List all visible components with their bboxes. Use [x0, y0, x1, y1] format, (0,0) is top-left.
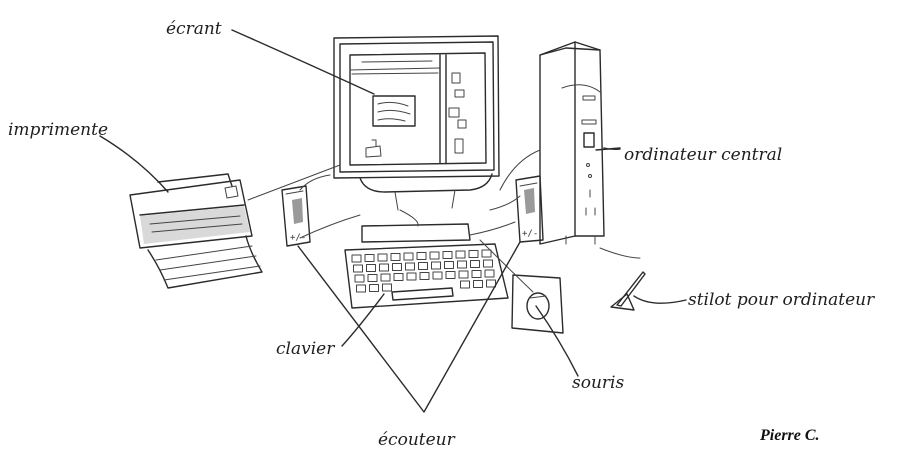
keyboard-key [354, 265, 363, 272]
keyboard-leader [342, 294, 384, 346]
keyboard-key [432, 262, 441, 269]
keyboard-key [487, 280, 496, 287]
label-central-unit: ordinateur central [624, 145, 782, 165]
right-speaker: +/- [516, 176, 543, 242]
keyboard-key [368, 275, 377, 282]
keyboard-key [367, 265, 376, 272]
keyboard-keys [352, 250, 496, 292]
keyboard-key [471, 261, 480, 268]
keyboard-key [456, 251, 465, 258]
keyboard-key [484, 260, 493, 267]
keyboard-key [420, 273, 429, 280]
svg-text:+/-: +/- [290, 233, 306, 243]
keyboard-key [469, 251, 478, 258]
stylus-leader [634, 296, 686, 303]
keyboard-key [381, 274, 390, 281]
keyboard-key [446, 272, 455, 279]
keyboard-key [370, 285, 379, 292]
stylus [600, 248, 645, 310]
keyboard-key [393, 264, 402, 271]
label-stylus: stilot pour ordinateur [688, 290, 875, 310]
keyboard-key [380, 264, 389, 271]
keyboard-key [378, 254, 387, 261]
label-printer: imprimente [8, 120, 108, 140]
keyboard-key [357, 285, 366, 292]
keyboard-key [474, 281, 483, 288]
keyboard-key [472, 271, 481, 278]
keyboard-key [430, 252, 439, 259]
keyboard [345, 150, 540, 308]
keyboard-key [365, 255, 374, 262]
keyboard-key [419, 263, 428, 270]
printer-leader [100, 136, 168, 192]
keyboard-key [445, 262, 454, 269]
keyboard-key [391, 254, 400, 261]
left-speaker: +/- [282, 186, 310, 246]
keyboard-key [407, 273, 416, 280]
keyboard-key [394, 274, 403, 281]
keyboard-key [355, 275, 364, 282]
keyboard-key [458, 261, 467, 268]
svg-text:+/-: +/- [522, 229, 538, 239]
screen-leader [232, 30, 374, 94]
keyboard-key [461, 281, 470, 288]
label-keyboard: clavier [276, 339, 335, 359]
keyboard-key [417, 253, 426, 260]
keyboard-key [485, 270, 494, 277]
keyboard-key [404, 253, 413, 260]
label-mouse: souris [572, 373, 624, 393]
mouse-leader [536, 306, 578, 376]
keyboard-key [482, 250, 491, 257]
keyboard-key [406, 263, 415, 270]
keyboard-key [443, 252, 452, 259]
keyboard-key [433, 272, 442, 279]
label-screen: écrant [166, 19, 222, 39]
keyboard-key [352, 255, 361, 262]
keyboard-key [383, 284, 392, 291]
signature: Pierre C. [759, 427, 820, 444]
keyboard-key [459, 271, 468, 278]
central-unit [540, 42, 604, 244]
monitor [334, 36, 499, 210]
central-unit-leader [596, 148, 620, 150]
label-speakers: écouteur [378, 430, 456, 450]
